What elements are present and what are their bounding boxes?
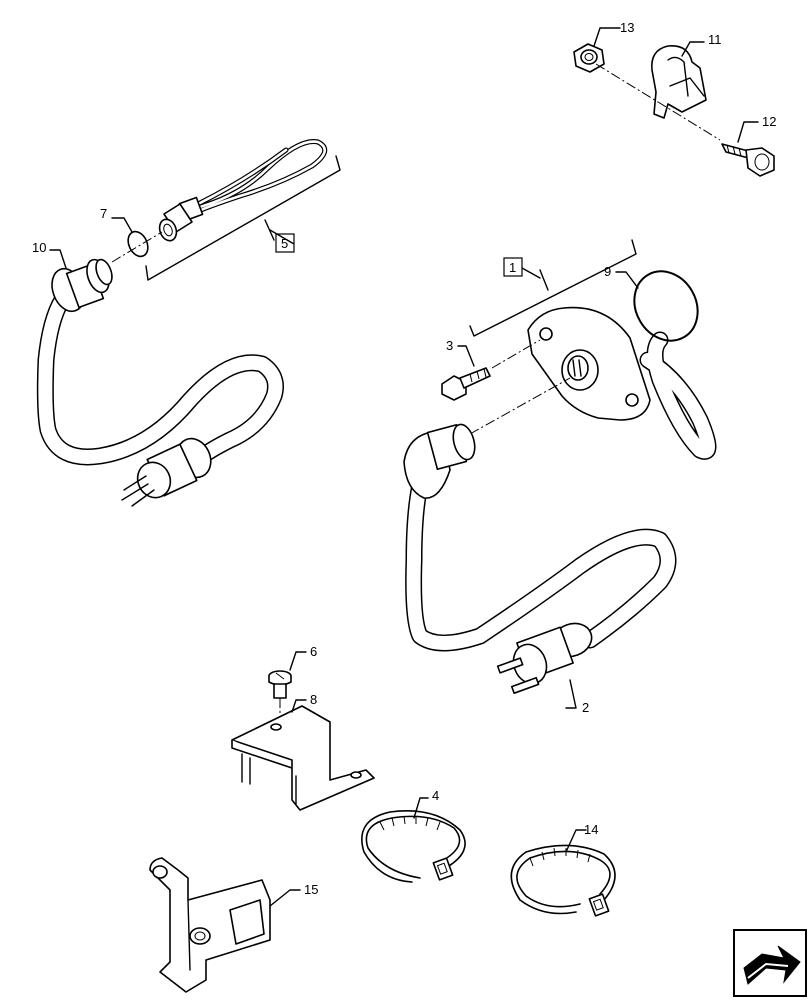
callout-15: 15 xyxy=(304,882,318,897)
callout-1: 1 xyxy=(509,260,516,275)
hose-clamp-14 xyxy=(510,844,616,917)
callout-box-5: 5 xyxy=(275,233,295,253)
callout-11: 11 xyxy=(708,32,722,47)
callout-5: 5 xyxy=(281,236,288,251)
callout-8: 8 xyxy=(310,692,317,707)
callout-3: 3 xyxy=(446,338,453,353)
bolt-12 xyxy=(721,143,775,177)
hose-clamp-4 xyxy=(361,810,466,883)
callout-12: 12 xyxy=(762,114,776,129)
clip-11 xyxy=(651,45,707,119)
callout-14: 14 xyxy=(584,822,598,837)
callout-13: 13 xyxy=(620,20,634,35)
o-ring-7 xyxy=(127,230,149,258)
plug-connector-5 xyxy=(158,196,204,242)
hose-assembly-10 xyxy=(36,258,284,507)
callout-7: 7 xyxy=(100,206,107,221)
bracket-15 xyxy=(149,857,271,993)
hose-assembly-2 xyxy=(403,423,677,695)
wire-loop xyxy=(193,139,328,215)
bolt-3 xyxy=(441,367,491,401)
callout-box-1: 1 xyxy=(503,257,523,277)
nut-13 xyxy=(573,43,605,73)
callout-2: 2 xyxy=(582,700,589,715)
callout-4: 4 xyxy=(432,788,439,803)
callout-6: 6 xyxy=(310,644,317,659)
callout-9: 9 xyxy=(604,264,611,279)
o-ring-9 xyxy=(633,270,699,342)
bracket-8 xyxy=(231,705,375,811)
next-page-arrow-icon[interactable] xyxy=(733,929,807,997)
flange-sensor-1 xyxy=(527,306,717,460)
callout-10: 10 xyxy=(32,240,46,255)
screw-6 xyxy=(268,670,292,699)
leader-lines xyxy=(49,27,759,907)
